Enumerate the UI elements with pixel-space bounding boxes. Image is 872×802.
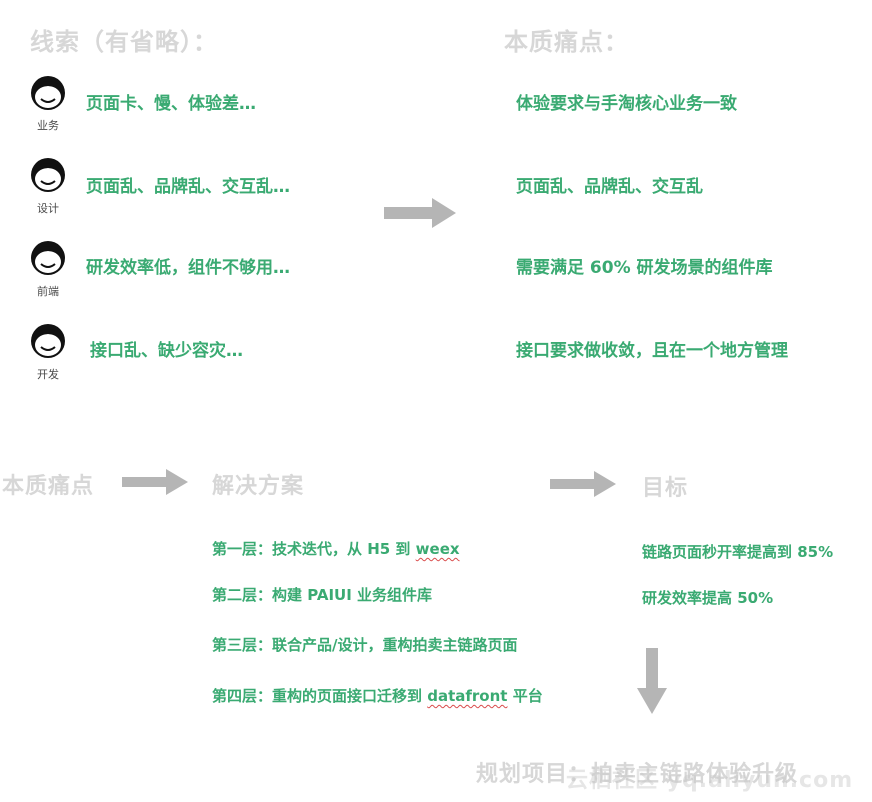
role-label-design: 设计	[37, 202, 59, 215]
layer-4-highlight: datafront	[427, 687, 508, 705]
goal-item-2: 研发效率提高 50%	[642, 589, 774, 607]
layer-4-text: 第四层：重构的页面接口迁移到	[212, 687, 428, 705]
clue-developer: 接口乱、缺少容灾…	[90, 341, 243, 361]
clue-business: 页面卡、慢、体验差…	[86, 94, 256, 114]
watermark-text: 云栖社区 yq.aliyun.com	[566, 768, 854, 793]
goal-item-1: 链路页面秒开率提高到 85%	[642, 543, 834, 561]
goal-title: 目标	[642, 476, 689, 501]
role-label-frontend: 前端	[37, 285, 59, 298]
right-arrow-icon	[384, 196, 456, 234]
layer-1-text: 第一层：技术迭代，从 H5 到	[212, 540, 416, 558]
down-arrow-icon	[637, 648, 667, 718]
solution-title: 解决方案	[212, 474, 305, 499]
solution-layer-4: 第四层：重构的页面接口迁移到 datafront 平台	[212, 685, 543, 706]
frontend-avatar-icon	[28, 237, 68, 277]
clue-design: 页面乱、品牌乱、交互乱…	[86, 177, 290, 197]
role-label-developer: 开发	[37, 368, 59, 381]
role-label-business: 业务	[37, 119, 59, 132]
design-avatar-icon	[28, 154, 68, 194]
pain-business: 体验要求与手淘核心业务一致	[516, 94, 737, 114]
clues-title: 线索（有省略）：	[30, 28, 218, 56]
bottom-pain-title: 本质痛点	[2, 474, 95, 499]
pain-design: 页面乱、品牌乱、交互乱	[516, 177, 703, 197]
business-avatar-icon	[28, 72, 68, 112]
solution-layer-1: 第一层：技术迭代，从 H5 到 weex	[212, 538, 460, 559]
right-arrow-icon	[122, 468, 188, 500]
layer-2-text: 第二层：构建 PAIUI 业务组件库	[212, 586, 433, 604]
pain-developer: 接口要求做收敛，且在一个地方管理	[516, 341, 788, 361]
solution-layer-2: 第二层：构建 PAIUI 业务组件库	[212, 584, 432, 605]
project-title: 规划项目：拍卖主链路体验升级	[476, 762, 799, 787]
developer-avatar-icon	[28, 320, 68, 360]
clue-frontend: 研发效率低，组件不够用…	[86, 258, 290, 278]
pain-frontend: 需要满足 60% 研发场景的组件库	[516, 258, 773, 278]
right-arrow-icon	[550, 470, 616, 502]
layer-1-highlight: weex	[415, 540, 460, 558]
layer-4-suffix: 平台	[507, 687, 543, 705]
solution-layer-3: 第三层：联合产品/设计，重构拍卖主链路页面	[212, 634, 517, 655]
pain-points-title: 本质痛点：	[504, 28, 629, 56]
layer-3-text: 第三层：联合产品/设计，重构拍卖主链路页面	[212, 636, 518, 654]
